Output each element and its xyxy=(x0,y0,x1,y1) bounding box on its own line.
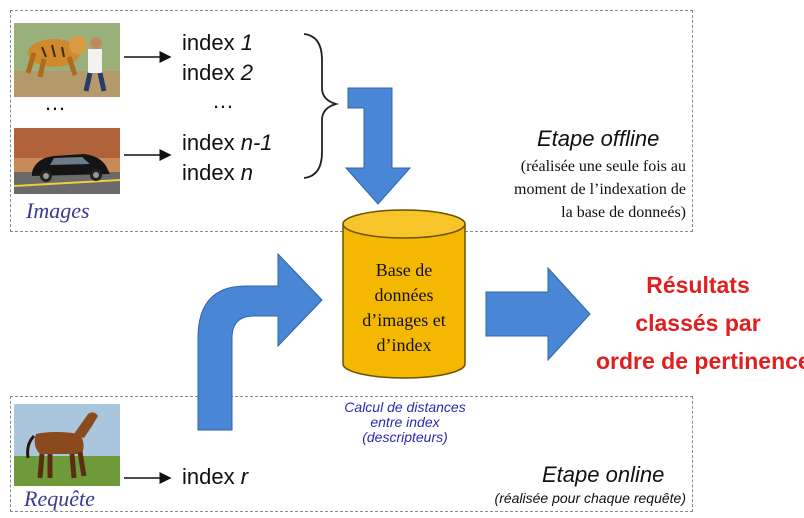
index-2-label: index 2 xyxy=(182,60,253,85)
ellipsis-index: … xyxy=(212,88,234,113)
database-line-2: données xyxy=(374,285,434,305)
tiger-man-photo xyxy=(14,23,120,97)
query-to-db-arrow xyxy=(197,252,323,431)
offline-to-db-arrow xyxy=(344,87,412,205)
results-line-3: ordre de pertinence xyxy=(596,348,804,374)
offline-stage-note: (réalisée une seule fois au moment de l’… xyxy=(468,155,686,224)
results-line-2: classés par xyxy=(635,310,761,336)
index-r-label: index r xyxy=(182,464,249,489)
db-to-results-arrow xyxy=(485,266,591,362)
distance-calc-note: Calcul de distances entre index (descrip… xyxy=(326,400,484,445)
images-caption: Images xyxy=(26,198,90,223)
index-n-label: index n xyxy=(182,160,253,185)
database-line-4: d’index xyxy=(376,335,432,355)
ellipsis-images: … xyxy=(44,90,66,115)
online-stage-title: Etape online xyxy=(542,462,665,487)
online-stage-note: (réalisée pour chaque requête) xyxy=(494,490,686,506)
database-label: Base de données d’images et d’index xyxy=(343,258,465,358)
offline-note-line-3: la base de donneés) xyxy=(561,204,686,221)
offline-stage-title: Etape offline xyxy=(537,126,660,151)
curly-brace xyxy=(303,33,340,179)
offline-note-line-2: moment de l’indexation de xyxy=(514,181,686,198)
online-stage-box xyxy=(10,396,693,512)
results-label: Résultats classés par ordre de pertinenc… xyxy=(596,266,804,380)
database-line-1: Base de xyxy=(375,260,433,280)
horse-photo xyxy=(14,404,120,486)
database-cylinder xyxy=(342,209,466,379)
index-1-label: index 1 xyxy=(182,30,253,55)
database-line-3: d’images et xyxy=(362,310,446,330)
offline-note-line-1: (réalisée une seule fois au xyxy=(520,158,686,175)
calc-line-1: Calcul de distances xyxy=(344,399,466,415)
calc-line-3: (descripteurs) xyxy=(362,429,448,445)
calc-line-2: entre index xyxy=(370,414,440,430)
query-caption: Requête xyxy=(24,486,95,511)
results-line-1: Résultats xyxy=(646,272,750,298)
car-photo xyxy=(14,128,120,194)
index-n-minus-1-label: index n-1 xyxy=(182,130,273,155)
